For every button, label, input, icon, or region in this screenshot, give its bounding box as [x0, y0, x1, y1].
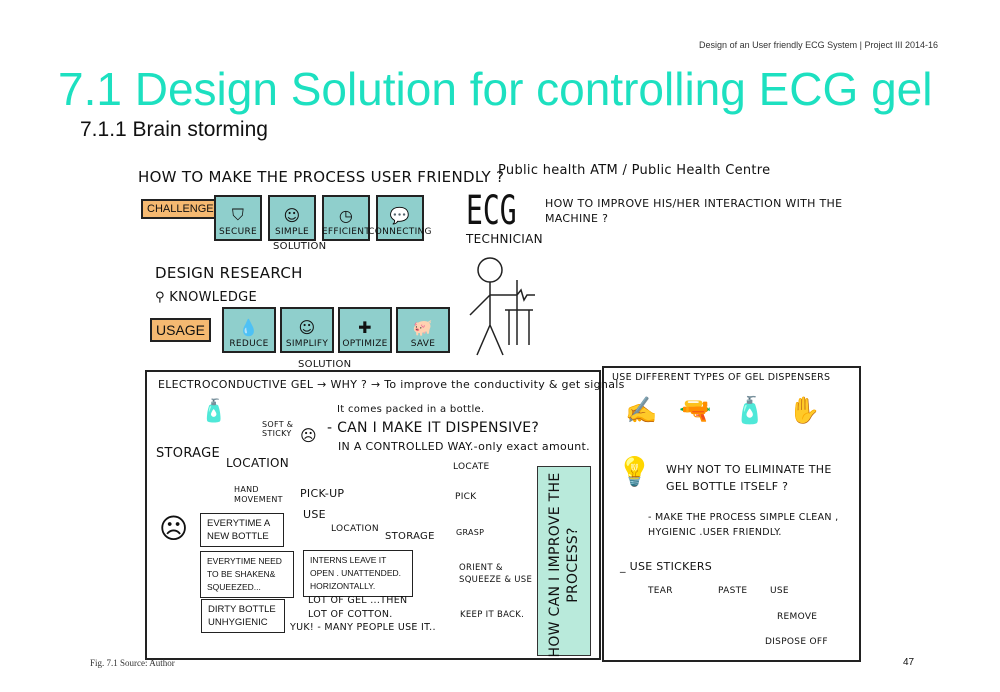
bottle-note: It comes packed in a bottle. — [337, 404, 485, 415]
main-question: HOW TO MAKE THE PROCESS USER FRIENDLY ? — [138, 168, 505, 186]
tile-connecting: 💬 CONNECTING — [368, 195, 432, 241]
subsection-title: 7.1.1 Brain storming — [80, 118, 268, 141]
sad-face-icon: ☹ — [300, 428, 317, 445]
tile-optimize: ✚ OPTIMIZE — [338, 307, 392, 353]
speech-bubble: DIRTY BOTTLE UNHYGIENIC — [201, 599, 285, 633]
tile-label: SIMPLIFY — [285, 339, 329, 349]
technician-figure-icon — [469, 257, 535, 356]
running-header: Design of an User friendly ECG System | … — [699, 40, 938, 50]
ecg-logo: ECG — [466, 188, 517, 234]
storage-label-2: STORAGE — [385, 531, 435, 542]
tile-secure: ⛉ SECURE — [214, 195, 262, 241]
gel-why-line: ELECTROCONDUCTIVE GEL → WHY ? → To impro… — [158, 378, 625, 391]
page-number: 47 — [903, 657, 915, 668]
design-research: DESIGN RESEARCH — [155, 264, 303, 282]
pick-up-label: PICK-UP — [300, 487, 345, 500]
remove-step: REMOVE — [777, 612, 818, 622]
context-note: Public health ATM / Public Health Centre — [498, 163, 771, 178]
smiley-icon: ☺ — [283, 206, 301, 225]
stickers-note: _ USE STICKERS — [620, 560, 713, 573]
knowledge-text: KNOWLEDGE — [169, 290, 258, 305]
sad-face-icon: ☹ — [159, 513, 189, 544]
location-label-2: LOCATION — [331, 524, 379, 534]
tile-label: CONNECTING — [368, 227, 432, 237]
speech-bubble: EVERYTIME A NEW BOTTLE — [200, 513, 284, 547]
dispenser-sketches-icon: ✍🔫🧴✋ — [625, 395, 843, 425]
section-title: 7.1 Design Solution for controlling ECG … — [58, 63, 933, 115]
tile-efficient: ◷ EFFICIENT — [322, 195, 370, 241]
use-label: USE — [303, 508, 326, 521]
dispenser-icon: ✚ — [358, 318, 372, 337]
smiley-icon: ☺ — [298, 318, 316, 337]
gel-analysis-box — [145, 370, 601, 660]
use-step: USE — [770, 586, 789, 596]
clock-icon: ◷ — [338, 206, 354, 225]
magnifier-icon: ⚲ — [155, 290, 170, 305]
gel-bottle-icon: 🧴 — [200, 398, 228, 423]
tile-simplify: ☺ SIMPLIFY — [280, 307, 334, 353]
tile-label: SECURE — [218, 227, 257, 237]
light-bulb-icon: 💡 — [617, 456, 652, 487]
tile-label: SIMPLE — [274, 227, 310, 237]
shield-icon: ⛉ — [231, 205, 245, 224]
step-orient: ORIENT & SQUEEZE & USE — [459, 563, 533, 585]
tile-simple: ☺ SIMPLE — [268, 195, 316, 241]
figure-caption: Fig. 7.1 Source: Author — [90, 658, 175, 668]
tear-step: TEAR — [648, 586, 673, 596]
dispense-question: - CAN I MAKE IT DISPENSIVE? — [327, 420, 540, 436]
dispenser-ideas-box — [602, 366, 861, 662]
improve-process-text: HOW CAN I IMPROVE THE PROCESS? — [547, 472, 581, 658]
tile-label: REDUCE — [229, 339, 269, 349]
storage-label: STORAGE — [156, 446, 220, 461]
step-keep-back: KEEP IT BACK. — [460, 610, 525, 620]
hand-movement-label: HAND MOVEMENT — [234, 485, 283, 504]
soft-sticky: SOFT & STICKY — [262, 420, 294, 438]
speech-bubble: EVERYTIME NEED TO BE SHAKEN& SQUEEZED... — [200, 551, 294, 598]
tile-label: EFFICIENT — [321, 227, 371, 237]
location-label: LOCATION — [226, 456, 290, 470]
paste-step: PASTE — [718, 586, 748, 596]
solution-label: SOLUTION — [273, 241, 327, 252]
speech-bubbles-icon: 💬 — [389, 206, 411, 225]
step-grasp: GRASP — [456, 528, 485, 537]
tile-label: SAVE — [410, 339, 436, 349]
dispensers-note: USE DIFFERENT TYPES OF GEL DISPENSERS — [612, 372, 831, 383]
technician-label: TECHNICIAN — [466, 232, 543, 246]
challenge-label: CHALLENGE — [141, 199, 220, 219]
piggy-bank-icon: 🐖 — [412, 318, 434, 337]
lot-of-gel-note: LOT OF GEL ...THEN LOT OF COTTON. — [308, 595, 408, 620]
tile-reduce: 💧 REDUCE — [222, 307, 276, 353]
tile-label: OPTIMIZE — [342, 339, 388, 349]
knowledge-label: ⚲ KNOWLEDGE — [155, 290, 257, 305]
drop-icon: 💧 — [238, 318, 260, 337]
dispose-step: DISPOSE OFF — [765, 637, 828, 647]
step-locate: LOCATE — [453, 462, 490, 472]
step-pick: PICK — [455, 492, 477, 502]
yuk-note: YUK! - MANY PEOPLE USE IT.. — [290, 622, 436, 633]
make-simple-note: - MAKE THE PROCESS SIMPLE CLEAN , HYGIEN… — [648, 512, 839, 538]
tile-save: 🐖 SAVE — [396, 307, 450, 353]
eliminate-question: WHY NOT TO ELIMINATE THE GEL BOTTLE ITSE… — [666, 463, 832, 493]
speech-bubble: INTERNS LEAVE IT OPEN . UNATTENDED. HORI… — [303, 550, 413, 597]
ecg-note: HOW TO IMPROVE HIS/HER INTERACTION WITH … — [545, 197, 843, 225]
solution-label-2: SOLUTION — [298, 359, 352, 370]
improve-process-box: HOW CAN I IMPROVE THE PROCESS? — [537, 466, 591, 658]
controlled-note: IN A CONTROLLED WAY.-only exact amount. — [338, 440, 590, 453]
usage-label: USAGE — [150, 318, 212, 342]
